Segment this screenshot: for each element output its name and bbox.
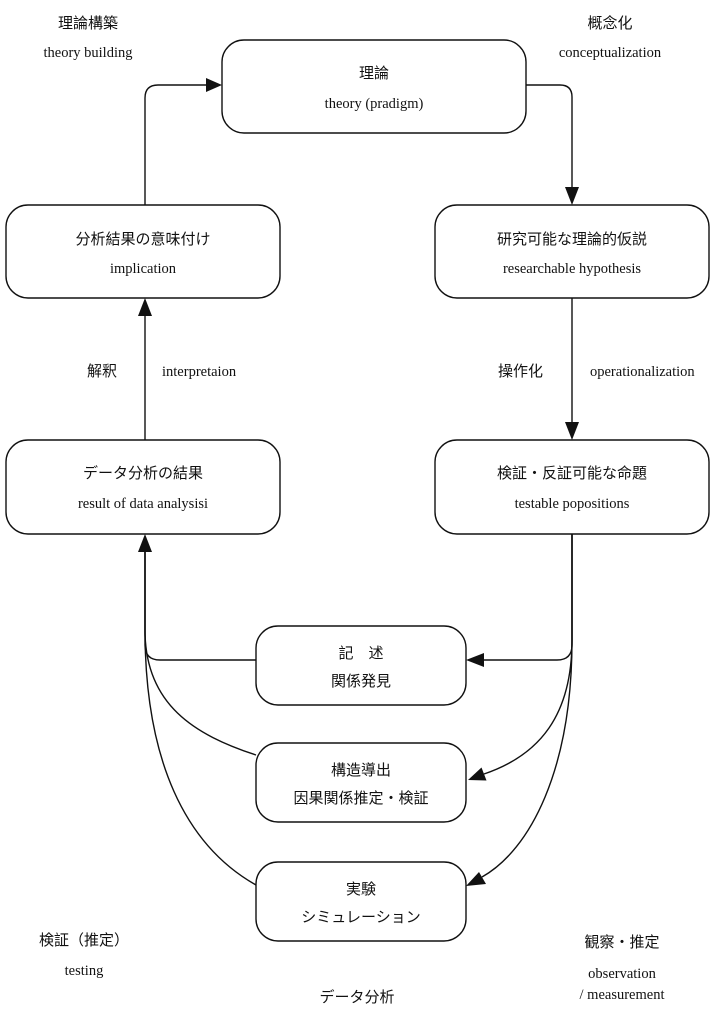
- edge-structure-to-result: [144, 552, 257, 756]
- corner-top-right-jp: 概念化: [587, 14, 632, 32]
- box-experiment-line1: 実験: [346, 880, 376, 898]
- box-hypothesis-en: researchable hypothesis: [503, 261, 641, 277]
- box-hypothesis: 研究可能な理論的仮説 researchable hypothesis: [434, 204, 710, 299]
- box-propositions: 検証・反証可能な命題 testable popositions: [434, 439, 710, 535]
- box-propositions-en: testable popositions: [515, 496, 630, 512]
- corner-bottom-right-en1: observation: [588, 966, 656, 982]
- box-result-jp: データ分析の結果: [83, 464, 203, 482]
- arrowhead-propositions: [565, 422, 579, 440]
- label-operationalization-jp: 操作化: [498, 362, 543, 380]
- label-operationalization-en: operationalization: [590, 364, 695, 380]
- box-result-en: result of data analysisi: [78, 496, 208, 512]
- edge-description-to-result: [144, 552, 256, 661]
- box-structure-line2: 因果関係推定・検証: [293, 789, 428, 807]
- arrowhead-structure: [468, 767, 487, 781]
- box-experiment: 実験 シミュレーション: [255, 861, 467, 942]
- label-interpretation-jp: 解釈: [87, 362, 117, 380]
- box-implication: 分析結果の意味付け implication: [5, 204, 281, 299]
- box-implication-en: implication: [110, 261, 177, 277]
- arrowhead-result: [138, 534, 152, 552]
- corner-top-left-en: theory building: [43, 45, 132, 61]
- edge-experiment-to-result: [144, 552, 257, 886]
- box-result: データ分析の結果 result of data analysisi: [5, 439, 281, 535]
- arrowhead-implication: [138, 298, 152, 316]
- arrowhead-description: [466, 653, 484, 667]
- edge-implication-to-theory: [144, 84, 206, 205]
- box-description-line1: 記 述: [338, 644, 383, 662]
- box-theory: 理論 theory (pradigm): [221, 39, 527, 134]
- box-theory-jp: 理論: [359, 64, 389, 82]
- arrowhead-theory: [206, 78, 222, 92]
- corner-bottom-left-jp: 検証（推定）: [39, 931, 129, 949]
- box-description-line2: 関係発見: [331, 672, 391, 690]
- corner-bottom-left-en: testing: [65, 963, 104, 979]
- bottom-center-label: データ分析: [319, 988, 394, 1006]
- corner-top-right-en: conceptualization: [559, 45, 662, 61]
- box-hypothesis-jp: 研究可能な理論的仮説: [497, 230, 647, 248]
- box-description: 記 述 関係発見: [255, 625, 467, 706]
- edge-theory-to-hypothesis: [526, 84, 573, 187]
- corner-bottom-right-en2: / measurement: [580, 987, 665, 1003]
- box-experiment-line2: シミュレーション: [301, 908, 420, 926]
- box-structure: 構造導出 因果関係推定・検証: [255, 742, 467, 823]
- arrowhead-experiment: [466, 872, 486, 886]
- edge-propositions-to-experiment: [481, 534, 573, 878]
- corner-top-left-jp: 理論構築: [58, 14, 118, 32]
- edge-propositions-to-description: [484, 534, 573, 661]
- edge-propositions-to-structure: [483, 534, 573, 775]
- arrowhead-hypothesis: [565, 187, 579, 205]
- box-propositions-jp: 検証・反証可能な命題: [497, 464, 647, 482]
- corner-bottom-right-jp: 観察・推定: [584, 933, 659, 951]
- box-structure-line1: 構造導出: [331, 761, 391, 779]
- label-interpretation-en: interpretaion: [162, 364, 237, 380]
- box-theory-en: theory (pradigm): [325, 96, 424, 112]
- box-implication-jp: 分析結果の意味付け: [75, 230, 210, 248]
